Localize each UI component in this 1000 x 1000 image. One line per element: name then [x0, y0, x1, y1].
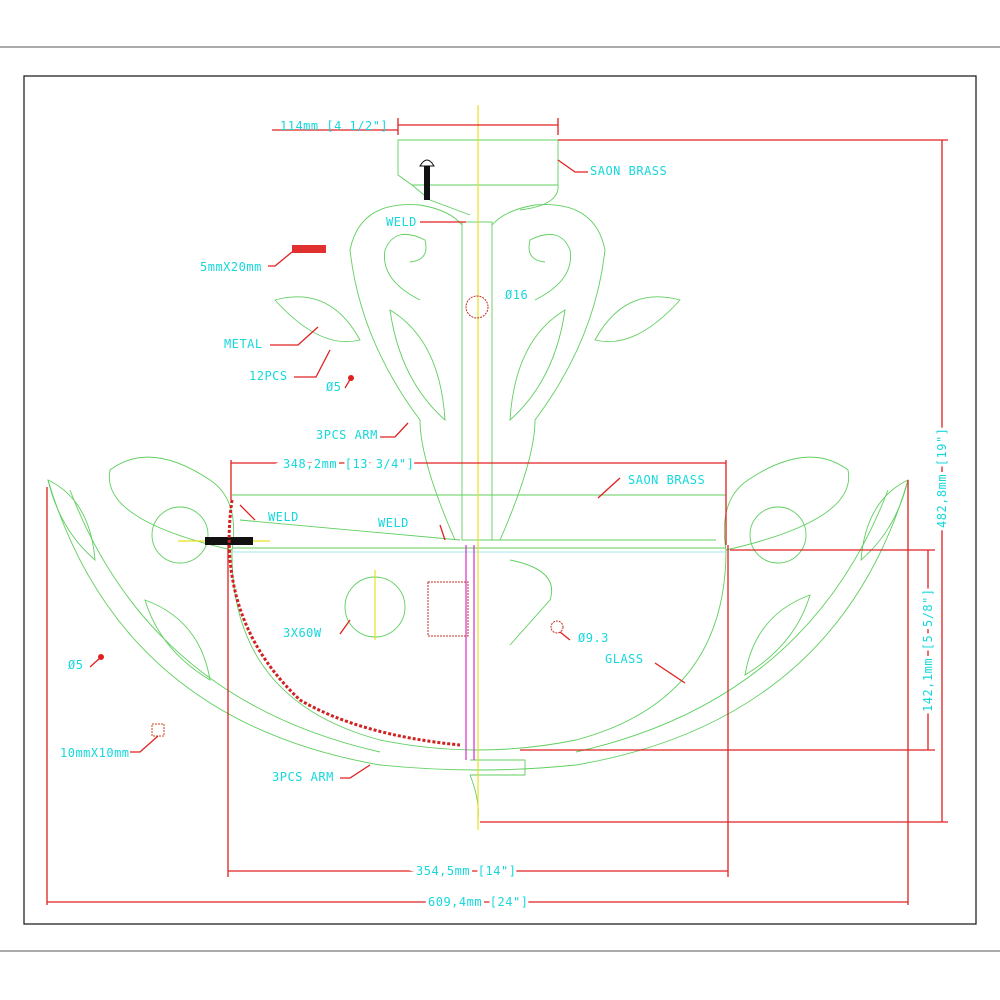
label-bowl-width: 354,5mm [14"] [416, 864, 516, 878]
annotations: 114mm [4 1/2"] SAON BRASS WELD 5mmX20mm … [60, 119, 952, 912]
hook-section [550, 620, 564, 634]
drawing-frame [23, 75, 977, 925]
flat-bar-hatch [292, 245, 326, 253]
label-upper-arms: 3PCS ARM [316, 428, 378, 442]
label-ring-material: SAON BRASS [628, 473, 705, 487]
label-glass: GLASS [605, 652, 644, 666]
threaded-pipe [465, 545, 475, 760]
label-leaf-material: METAL [224, 337, 263, 351]
label-small-rod-left: Ø5 [68, 658, 83, 672]
glass-section-hatch [227, 499, 461, 747]
square-bar-section [151, 723, 165, 737]
label-hook-diameter: Ø9.3 [578, 631, 609, 645]
label-flat-bar: 5mmX20mm [200, 260, 262, 274]
label-bowl-height: 142,1mm [5 5/8"] [921, 588, 935, 712]
label-top-width: 114mm [4 1/2"] [280, 119, 388, 133]
label-lower-arms: 3PCS ARM [272, 770, 334, 784]
label-weld-top: WELD [386, 215, 417, 229]
label-overall-height: 482,8mm [19"] [935, 428, 949, 528]
rod-section [465, 295, 489, 319]
label-weld-center: WELD [378, 516, 409, 530]
label-rod-diameter: Ø16 [505, 288, 528, 302]
label-ring-width: 348,2mm [13 3/4"] [283, 457, 414, 471]
label-square-bar: 10mmX10mm [60, 746, 130, 760]
screw [424, 165, 430, 200]
screw-head [419, 159, 435, 167]
label-bulbs: 3X60W [283, 626, 322, 640]
label-canopy-material: SAON BRASS [590, 164, 667, 178]
socket-cup [427, 581, 469, 637]
label-overall-width: 609,4mm [24"] [428, 895, 528, 909]
label-small-rod-top: Ø5 [326, 380, 341, 394]
dimension-lines [46, 118, 948, 905]
label-weld-left: WELD [268, 510, 299, 524]
label-leaf-count: 12PCS [249, 369, 288, 383]
